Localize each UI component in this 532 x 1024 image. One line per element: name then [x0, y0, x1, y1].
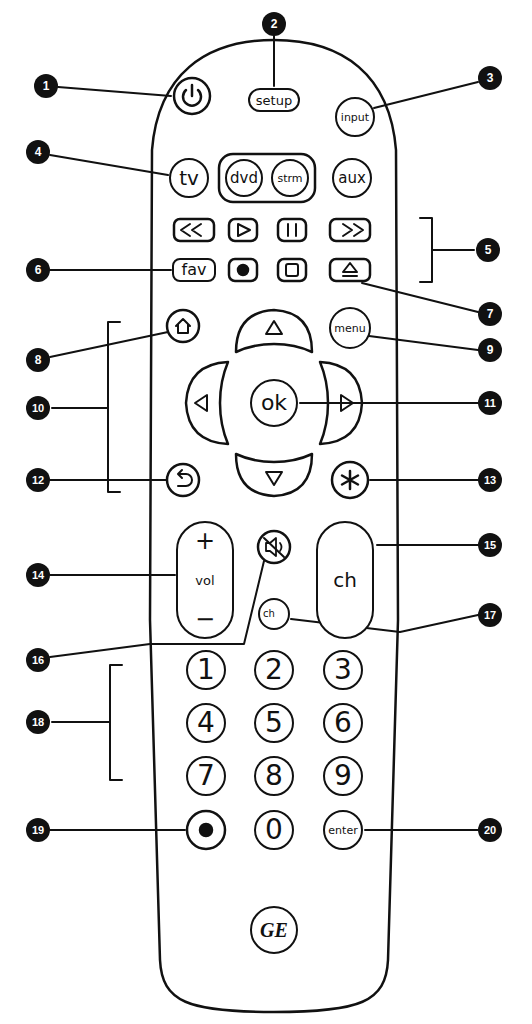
button-label: 4 — [197, 709, 215, 737]
button-label: setup — [256, 94, 292, 107]
button-label: 0 — [265, 816, 283, 844]
callout-number: 15 — [484, 540, 496, 551]
mute-button — [258, 531, 290, 563]
bracket — [52, 665, 122, 780]
callout-number: 18 — [32, 717, 44, 728]
button-label: enter — [328, 825, 357, 836]
button-label: GE — [260, 920, 288, 940]
callout-number: 4 — [35, 146, 42, 158]
bracket — [420, 218, 474, 282]
button-label: menu — [334, 323, 365, 334]
button-label: 3 — [334, 656, 352, 684]
brand-logo: GE — [250, 906, 298, 954]
digit-button: 0 — [254, 810, 294, 850]
callout-discs — [26, 12, 502, 842]
button-label: input — [341, 112, 369, 123]
callout-number: 13 — [484, 475, 496, 486]
digit-button: 2 — [254, 650, 294, 690]
setup-button: setup — [248, 88, 300, 112]
callout-number: 10 — [32, 403, 44, 414]
callout-number: 16 — [32, 655, 44, 666]
digit-button: 1 — [186, 650, 226, 690]
digit-button: 6 — [323, 703, 363, 743]
enter-button: enter — [323, 810, 363, 850]
button-label: + — [195, 529, 215, 553]
callout-number: 7 — [487, 308, 494, 320]
bracket — [52, 322, 120, 492]
dvd-button: dvd — [225, 159, 263, 197]
button-label: 2 — [265, 656, 283, 684]
button-label: 5 — [265, 709, 283, 737]
button-label: ch — [263, 609, 275, 619]
button-label: 1 — [197, 656, 215, 684]
button-label: vol — [195, 574, 214, 587]
ok-button: ok — [250, 379, 298, 427]
tv-button: tv — [169, 158, 209, 198]
star-button — [332, 462, 368, 498]
callout-number: 6 — [35, 264, 42, 276]
button-label: strm — [277, 173, 302, 184]
digit-button: 4 — [186, 703, 226, 743]
button-label: 6 — [334, 709, 352, 737]
power-button — [174, 78, 210, 114]
callout-number: 5 — [485, 244, 492, 256]
callout-number: 20 — [484, 825, 496, 836]
device-group-outline — [219, 154, 315, 202]
digit-button: 8 — [254, 756, 294, 796]
input-button: input — [335, 97, 375, 137]
callout-number: 2 — [271, 18, 278, 30]
button-label: ok — [261, 392, 287, 414]
fav-button: fav — [172, 258, 216, 282]
callout-number: 8 — [35, 354, 42, 366]
callout-number: 11 — [484, 398, 496, 409]
transport-buttons — [174, 219, 370, 281]
callout-number: 19 — [32, 825, 44, 836]
callout-number: 9 — [487, 344, 494, 356]
button-label: ch — [333, 570, 357, 590]
button-label: 7 — [197, 762, 215, 790]
button-label: dvd — [230, 171, 258, 186]
remote-body — [150, 40, 398, 1012]
volume-rocker: + vol − — [176, 521, 234, 639]
aux-button: aux — [332, 158, 372, 198]
button-label: 8 — [265, 762, 283, 790]
channel-recall-button: ch — [258, 598, 290, 630]
callout-number: 1 — [43, 80, 50, 92]
button-label: 9 — [334, 762, 352, 790]
button-label: tv — [179, 168, 199, 188]
button-label: fav — [182, 262, 207, 278]
callout-number: 17 — [484, 610, 496, 621]
digit-button: 7 — [186, 756, 226, 796]
button-label: aux — [338, 171, 366, 186]
strm-button: strm — [271, 159, 309, 197]
menu-button: menu — [329, 307, 371, 349]
digit-button: 5 — [254, 703, 294, 743]
home-button — [167, 310, 199, 342]
leader-lines — [50, 36, 478, 830]
digit-button: 9 — [323, 756, 363, 796]
back-button — [167, 464, 199, 496]
dot-button — [187, 811, 225, 849]
callout-number: 14 — [32, 570, 44, 581]
channel-rocker: ch — [316, 521, 374, 639]
callout-number: 12 — [32, 475, 44, 486]
button-label: − — [195, 607, 215, 631]
callout-number: 3 — [487, 72, 494, 84]
digit-button: 3 — [323, 650, 363, 690]
